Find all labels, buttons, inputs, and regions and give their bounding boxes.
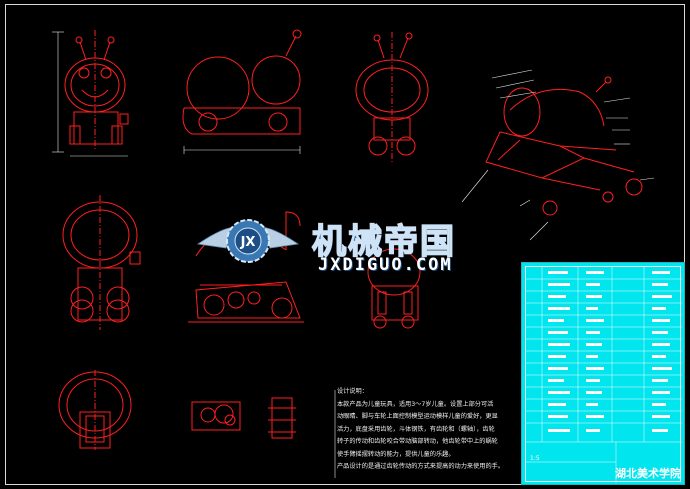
watermark-logo-letters: JX (240, 235, 256, 250)
side-view (182, 29, 302, 135)
notes-line: 本款产品为儿童玩具，适用3～7岁儿童。设置上部分可活 (337, 400, 494, 408)
title-block-grid (525, 266, 682, 483)
notes-line: 使手臂摇摆转动的能力，提供儿童的乐趣。 (337, 450, 455, 458)
side-section-view (58, 370, 132, 450)
rear-view (355, 32, 429, 162)
front-view (64, 30, 129, 150)
scale-value: 1:5 (530, 455, 540, 462)
front-section-view (367, 248, 421, 329)
notes-line: 动眼睛、脚与车轮上面控制模型运动模样儿童的爱好，更显 (337, 413, 498, 420)
design-notes: 设计说明： 本款产品为儿童玩具，适用3～7岁儿童。设置上部分可活 动眼睛、脚与车… (337, 386, 522, 474)
plan-view (62, 195, 141, 330)
exploded-isometric (485, 76, 643, 216)
watermark-domain: JXDIGUO.COM (318, 255, 453, 275)
title-block: 1:5 (521, 262, 685, 485)
notes-line: 产品设计的是通过齿轮传动的方式来提高的动力来使用的手。 (337, 463, 505, 470)
sheet-border (5, 4, 685, 485)
notes-heading: 设计说明： (337, 388, 368, 395)
notes-line: 转子的传动和齿轮咬合带动脑部转动，他齿轮带中上的蜗轮 (337, 438, 498, 445)
gear-detail (191, 401, 241, 431)
parts-list-grid (526, 267, 682, 483)
notes-line: 活力，底盘采用齿轮，斗体钢铁，有齿轮和（螺轴），齿轮 (337, 425, 495, 433)
shaft-detail (268, 397, 296, 439)
school-name: 湖北美术学院 (615, 467, 681, 480)
watermark-logo: JX (196, 219, 300, 263)
watermark-brand: 机械帝国 (311, 221, 456, 263)
